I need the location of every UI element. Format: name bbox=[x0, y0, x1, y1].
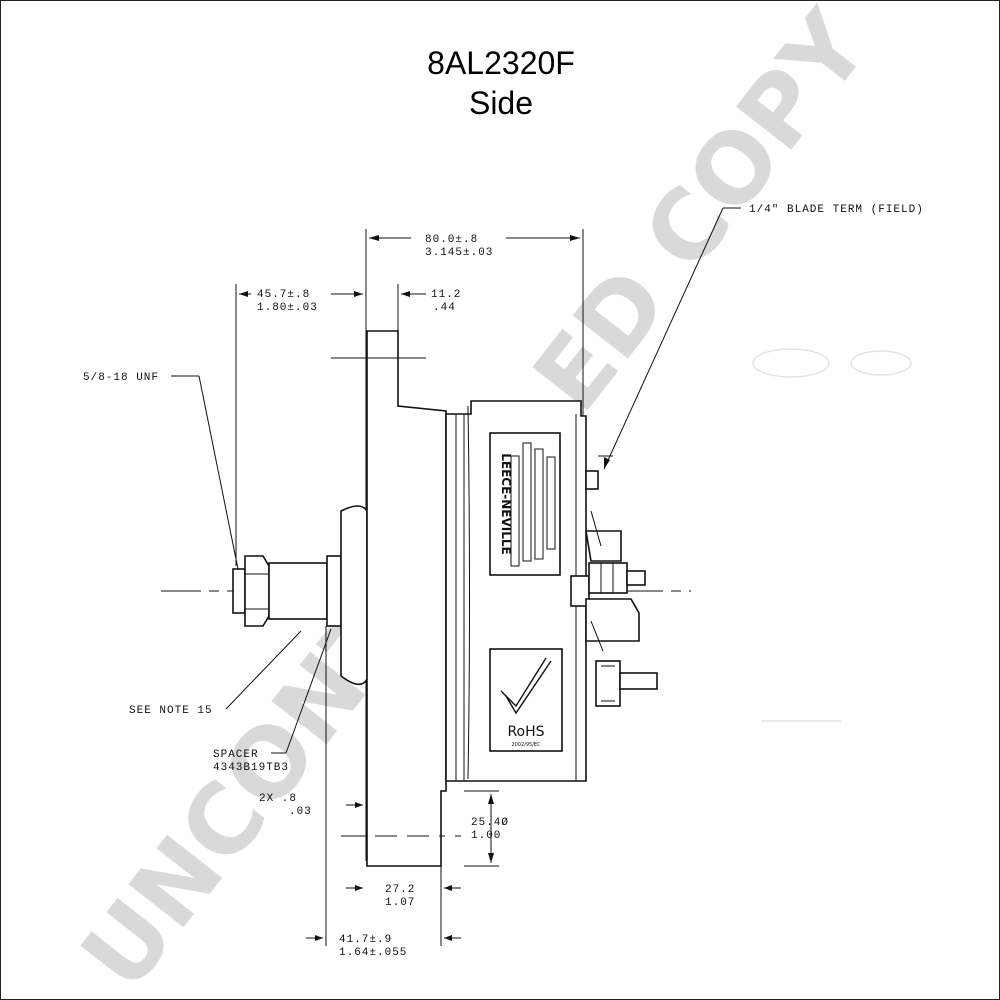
dim-left-mm: 45.7±.8 bbox=[257, 289, 310, 301]
callout-spacer: SPACER bbox=[213, 749, 259, 761]
rear-terminals bbox=[570, 455, 658, 707]
brand-plate: LEECE-NEVILLE bbox=[489, 432, 561, 576]
rohs-date: 2002/95/EC bbox=[511, 742, 541, 748]
dim-bottom-mm: 41.7±.9 bbox=[339, 934, 392, 946]
rohs-label: RoHS bbox=[507, 724, 544, 740]
dim-flange-mm: 11.2 bbox=[431, 289, 461, 301]
brand-label: LEECE-NEVILLE bbox=[499, 453, 513, 555]
dimension-texts: 80.0±.8 3.145±.03 45.7±.8 1.80±.03 11.2 … bbox=[257, 234, 509, 959]
callout-blade-term: 1/4" BLADE TERM (FIELD) bbox=[749, 204, 924, 216]
ghost-outline bbox=[752, 348, 912, 722]
shaft-assembly bbox=[232, 505, 368, 686]
dim-foot-in: 1.07 bbox=[385, 897, 415, 909]
callout-spacer-part: 4343B19TB3 bbox=[213, 762, 289, 774]
dim-overall-in: 3.145±.03 bbox=[425, 247, 493, 259]
dim-spacing-x: 2X .8 bbox=[259, 793, 297, 805]
callout-see-note: SEE NOTE 15 bbox=[129, 705, 213, 717]
rohs-plate: RoHS 2002/95/EC bbox=[489, 648, 563, 752]
leader-lines bbox=[171, 207, 741, 754]
dimension-lines bbox=[239, 235, 580, 941]
view-name: Side bbox=[468, 85, 534, 121]
dim-dia-in: 1.00 bbox=[471, 830, 501, 842]
title-block: 8AL2320F Side bbox=[1, 43, 999, 123]
front-flange bbox=[331, 330, 447, 867]
dim-flange-in: .44 bbox=[433, 302, 456, 314]
callout-texts: 5/8-18 UNF 1/4" BLADE TERM (FIELD) SEE N… bbox=[83, 204, 924, 774]
callout-thread: 5/8-18 UNF bbox=[83, 372, 159, 384]
dim-left-in: 1.80±.03 bbox=[257, 302, 318, 314]
dim-dia-mm: 25.4Ø bbox=[471, 817, 509, 829]
dim-spacing-in: .03 bbox=[289, 806, 312, 818]
dim-foot-mm: 27.2 bbox=[385, 884, 415, 896]
part-number: 8AL2320F bbox=[427, 45, 575, 81]
dim-bottom-in: 1.64±.055 bbox=[339, 947, 407, 959]
dim-overall-mm: 80.0±.8 bbox=[425, 234, 478, 246]
